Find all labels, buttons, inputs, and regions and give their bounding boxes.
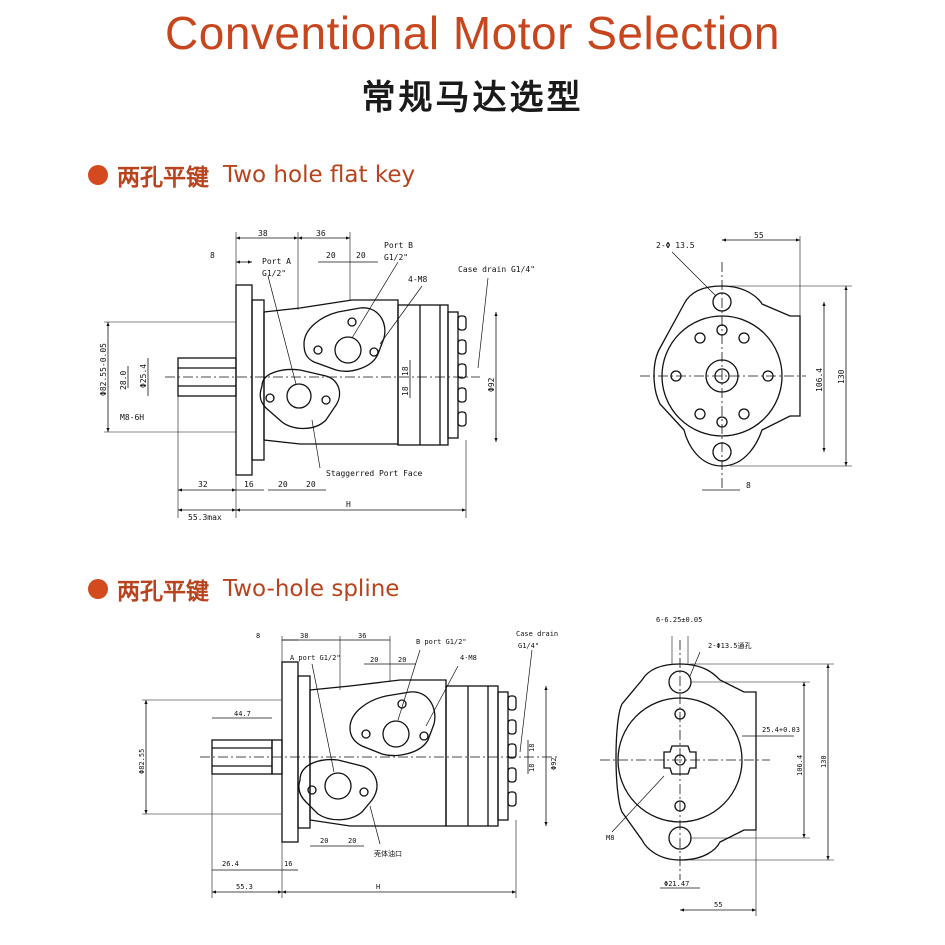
dim-label: 20 <box>370 656 378 664</box>
dim-label: 106.4 <box>796 755 804 776</box>
port-b-label: Port B <box>384 241 413 250</box>
case-drain-label: Case drain <box>516 630 558 638</box>
dim-label: 20 <box>306 480 316 489</box>
dim-label: 8 <box>256 632 260 640</box>
side-view-flat-key <box>104 232 498 518</box>
section-label-cn: 两孔平键 <box>117 165 209 191</box>
mounting-flange <box>281 661 299 843</box>
dim-label: 26.4 <box>222 860 239 868</box>
dim-label: 20 <box>356 251 366 260</box>
dim-label: 55 <box>754 231 764 240</box>
dim-h-label: H <box>376 883 380 891</box>
spline-shaft <box>663 745 697 775</box>
dim-label: 44.7 <box>234 710 251 718</box>
dim-label: 16 <box>284 860 292 868</box>
dim-label: 55.3 <box>236 883 253 891</box>
bullet-icon <box>88 579 108 599</box>
front-view-spline-labels: 6-6.25±0.05 2-Φ13.5通孔 25.4+0.03 M8 106.4… <box>606 616 828 909</box>
port-plate-b <box>303 307 386 372</box>
port-a-hole <box>324 772 352 800</box>
dim-label: 8 <box>746 481 751 490</box>
shaft-dia-label: Φ82.55-0.05 <box>99 343 108 396</box>
case-drain-label: Case drain G1/4" <box>458 265 535 274</box>
bolts-label: 4-M8 <box>408 275 427 284</box>
gerotor-body <box>445 685 499 827</box>
front-view-flat-key-labels: 2-Φ 13.5 55 106.4 130 8 <box>656 231 846 490</box>
dim-label: 36 <box>358 632 366 640</box>
holes-label: 2-Φ 13.5 <box>656 241 695 250</box>
port-a-size: G1/2" <box>262 269 286 278</box>
section-header-flat-key: 两孔平键 Two hole flat key <box>88 158 415 192</box>
dim-label: 20 <box>320 837 328 845</box>
dim-label: 20 <box>326 251 336 260</box>
thread-label: M8-6H <box>120 413 144 422</box>
dim-label: 20 <box>398 656 406 664</box>
front-flange <box>653 285 801 467</box>
side-view-spline-labels: 8 38 36 A port G1/2" B port G1/2" 20 20 … <box>138 630 558 891</box>
port-plate-a <box>298 758 378 821</box>
spline-label: 6-6.25±0.05 <box>656 616 702 624</box>
dim-label: 18 <box>528 764 536 772</box>
dim-label: 18 <box>401 386 410 396</box>
bolts-label: 4-M8 <box>460 654 477 662</box>
port-plate-a <box>259 368 341 430</box>
bullet-icon <box>88 165 108 185</box>
body-dia-label: Φ92 <box>550 757 558 770</box>
front-flange <box>615 663 757 861</box>
port-a-label: A port G1/2" <box>290 654 341 662</box>
port-plate-b <box>349 691 436 757</box>
page-subtitle: 常规马达选型 <box>361 78 584 118</box>
dim-label: Φ21.47 <box>664 880 689 888</box>
front-view-spline <box>600 636 834 916</box>
section-header-spline: 两孔平键 Two-hole spline <box>88 572 399 606</box>
side-view-flat-key-labels: 8 38 36 20 20 Port A G1/2" Port B G1/2" … <box>99 229 535 522</box>
port-b-hole <box>334 336 362 364</box>
section-label-en: Two-hole spline <box>223 576 400 602</box>
case-drain-size: G1/4" <box>518 642 539 650</box>
port-b-hole <box>382 720 410 748</box>
port-a-hole <box>286 383 312 409</box>
dim-label: 55.3max <box>188 513 222 522</box>
dim-label: 130 <box>820 755 828 768</box>
staggered-label: Staggerred Port Face <box>326 469 423 478</box>
mounting-flange <box>235 284 253 476</box>
dim-label: M8 <box>606 834 614 842</box>
dim-label: 130 <box>837 369 846 384</box>
shaft-d-label: Φ25.4 <box>139 364 148 388</box>
dim-h-label: H <box>346 500 351 509</box>
key-dim-label: 28.0 <box>119 371 128 390</box>
dim-label: 18 <box>401 366 410 376</box>
dim-label: 55 <box>714 901 722 909</box>
dim-label: 38 <box>300 632 308 640</box>
port-a-label: Port A <box>262 257 291 266</box>
housing <box>263 299 399 445</box>
shaft-dia-label: Φ82.55 <box>138 749 146 774</box>
page-title: Conventional Motor Selection <box>165 7 780 59</box>
holes-label: 2-Φ13.5通孔 <box>708 641 752 650</box>
front-view-flat-key <box>640 236 852 491</box>
dim-label: 25.4+0.03 <box>762 726 800 734</box>
body-dia-label: Φ92 <box>487 377 496 392</box>
dim-label: 16 <box>244 480 254 489</box>
dim-label: 38 <box>258 229 268 238</box>
dim-label: 20 <box>348 837 356 845</box>
dim-label: 106.4 <box>815 368 824 392</box>
port-b-size: G1/2" <box>384 253 408 262</box>
dim-label: 32 <box>198 480 208 489</box>
dim-label: 36 <box>316 229 326 238</box>
port-b-label: B port G1/2" <box>416 638 467 646</box>
dim-label: 18 <box>528 744 536 752</box>
section-label-en: Two hole flat key <box>223 162 416 188</box>
section-label-cn: 两孔平键 <box>117 579 209 605</box>
dim-label: 20 <box>278 480 288 489</box>
side-view-spline <box>142 636 560 898</box>
note-label: 壳体油口 <box>374 849 402 858</box>
dim-label: 8 <box>210 251 215 260</box>
